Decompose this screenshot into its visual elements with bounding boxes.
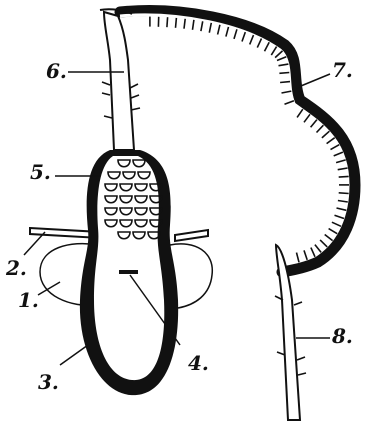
tube-spine bbox=[226, 27, 229, 37]
label-1: 1. bbox=[18, 290, 39, 310]
tube-spine bbox=[193, 20, 194, 30]
tube-spines bbox=[150, 17, 349, 263]
upper-duct bbox=[104, 12, 134, 150]
tube-spine bbox=[304, 250, 307, 260]
label-5: 5. bbox=[30, 162, 51, 182]
tube-spine bbox=[257, 39, 261, 48]
tube-spine bbox=[184, 19, 185, 29]
label-8: 8. bbox=[332, 326, 353, 346]
tube-spine bbox=[279, 73, 289, 74]
tube-spine bbox=[218, 25, 220, 35]
tube-spine bbox=[234, 29, 237, 39]
tube-spine bbox=[209, 23, 211, 33]
tube-spine bbox=[250, 35, 254, 44]
tube-spine bbox=[167, 17, 168, 27]
tube-spine bbox=[297, 109, 303, 117]
label-7: 7. bbox=[332, 60, 353, 80]
tube-spine bbox=[339, 193, 349, 194]
tube-spine bbox=[275, 51, 282, 58]
tube-spine bbox=[280, 82, 290, 83]
tube-spine bbox=[297, 253, 300, 263]
tube-spine bbox=[242, 32, 245, 41]
label-2: 2. bbox=[6, 258, 27, 278]
tube-spine bbox=[201, 21, 203, 31]
label-4: 4. bbox=[188, 353, 209, 373]
lateral-tube-right bbox=[175, 230, 208, 241]
tube-spine bbox=[339, 176, 349, 177]
tube-spine bbox=[265, 42, 270, 51]
tube-spine bbox=[176, 18, 177, 28]
label-3: 3. bbox=[38, 372, 59, 392]
label-6: 6. bbox=[46, 61, 67, 81]
tube-spine bbox=[271, 47, 276, 56]
